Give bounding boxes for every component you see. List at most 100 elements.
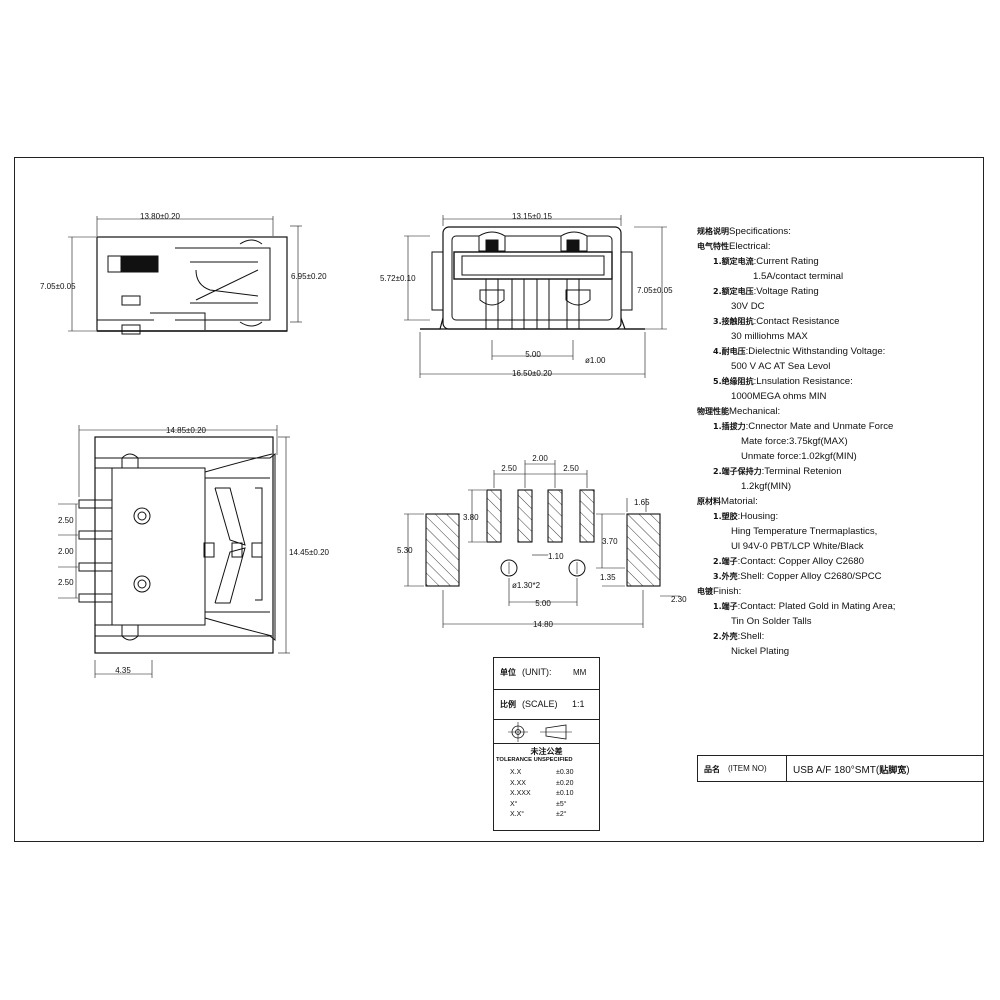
spec-en: Voltage Rating <box>756 286 819 297</box>
spec-zh: 2.端子保持力 <box>713 467 762 476</box>
unit-value: MM <box>573 668 587 677</box>
spec-row: 电镀Finish: <box>697 584 979 599</box>
item-label: (ITEM NO) <box>728 764 767 773</box>
scale-zh: 比例 <box>500 700 516 709</box>
spec-en: Housing: <box>740 511 779 522</box>
spec-separator: : <box>745 346 749 357</box>
dim-pcb-p3: 2.50 <box>563 464 579 473</box>
spec-en: Matorial: <box>721 496 758 507</box>
spec-row: 规格说明Specifications: <box>697 224 979 239</box>
spec-en: Hing Temperature Tnermaplastics, <box>731 526 878 537</box>
dim-pcb-big-h: 5.30 <box>397 546 413 555</box>
tolerance-en: TOLERANCE UNSPECIFIED <box>496 757 573 763</box>
spec-zh: 1.端子 <box>713 602 738 611</box>
spec-separator: : <box>737 601 741 612</box>
dim-front-right: 7.05±0.05 <box>637 286 673 295</box>
spec-en: Current Rating <box>756 256 819 267</box>
dim-pcb-p1: 2.50 <box>501 464 517 473</box>
spec-separator: : <box>737 571 741 582</box>
tolerance-key: X.X <box>510 769 522 776</box>
spec-en: Ul 94V-0 PBT/LCP White/Black <box>731 541 864 552</box>
dim-top-left-width: 13.80±0.20 <box>140 212 181 221</box>
dim-pcb-right-top: 1.65 <box>634 498 650 507</box>
tolerance-key: X.X° <box>510 811 525 818</box>
dim-front-hole: ø1.00 <box>585 356 606 365</box>
spec-row: Mate force:3.75kgf(MAX) <box>697 434 979 449</box>
tolerance-row: X.XXX±0.10 <box>494 789 599 800</box>
scale-row: 比例 (SCALE) 1:1 <box>494 690 599 720</box>
side-view-top: 13.80±0.20 7.05±0.05 6.95±0.20 <box>40 212 327 335</box>
spec-row: 2.端子:Contact: Copper Alloy C2680 <box>697 554 979 569</box>
spec-en: Dielectnic Withstanding Voltage: <box>748 346 886 357</box>
spec-zh: 2.额定电压 <box>713 287 754 296</box>
spec-en: Cnnector Mate and Unmate Force <box>748 421 894 432</box>
dim-front-top: 13.15±0.15 <box>512 212 553 221</box>
spec-zh: 1.塑胶 <box>713 512 738 521</box>
scale-en: (SCALE) <box>522 699 558 709</box>
dim-pcb-p2: 2.00 <box>532 454 548 463</box>
spec-zh: 1.额定电流 <box>713 257 754 266</box>
dim-top-left-height-left: 7.05±0.05 <box>40 282 76 291</box>
unit-en: (UNIT): <box>522 667 552 677</box>
tolerance-value: ±0.10 <box>556 790 574 797</box>
spec-en: Specifications: <box>729 226 791 237</box>
spec-zh: 5.绝缘阻抗 <box>713 377 754 386</box>
spec-row: 电气特性Electrical: <box>697 239 979 254</box>
drawing-frame <box>14 157 984 842</box>
unit-scale-box: 单位 (UNIT): MM 比例 (SCALE) 1:1 未注公差 TOLERA… <box>493 657 600 831</box>
dim-top-view-p1: 2.50 <box>58 516 74 525</box>
spec-en: Mechanical: <box>729 406 781 417</box>
spec-zh: 规格说明 <box>697 227 729 236</box>
tolerance-row: X.XX ±0.20 <box>494 779 599 790</box>
dim-pcb-230: 2.30 <box>671 595 687 604</box>
spec-row: Hing Temperature Tnermaplastics, <box>697 524 979 539</box>
item-value: USB A/F 180°SMT(贴脚宽) <box>793 763 910 776</box>
dim-top-view-width: 14.85±0.20 <box>166 426 207 435</box>
spec-zh: 2.外壳 <box>713 632 738 641</box>
dim-top-view-p3: 2.50 <box>58 578 74 587</box>
spec-zh: 3.接触阻抗 <box>713 317 754 326</box>
tolerance-key: X.XX <box>510 779 526 787</box>
spec-row: 2.额定电压:Voltage Rating <box>697 284 979 299</box>
item-value-end: ) <box>906 765 910 776</box>
spec-en: Shell: Copper Alloy C2680/SPCC <box>740 571 882 582</box>
projection-symbol-row <box>494 720 599 744</box>
spec-en: Finish: <box>713 586 742 597</box>
spec-zh: 1.插拔力 <box>713 422 746 431</box>
spec-row: 30 milliohms MAX <box>697 329 979 344</box>
specifications-list: 规格说明Specifications:电气特性Electrical:1.额定电流… <box>697 224 979 659</box>
tolerance-value: ±0.20 <box>556 779 574 787</box>
dim-front-pitch: 5.00 <box>525 350 541 359</box>
spec-en: Contact: Copper Alloy C2680 <box>740 556 865 567</box>
spec-row: 2.端子保持力:Terminal Retenion <box>697 464 979 479</box>
spec-zh: 3.外壳 <box>713 572 738 581</box>
dim-top-view-bottom: 4.35 <box>115 666 131 675</box>
spec-row: 3.接触阻抗:Contact Resistance <box>697 314 979 329</box>
dim-pcb-total: 14.80 <box>533 620 554 629</box>
unit-zh: 单位 <box>500 668 516 677</box>
spec-separator: : <box>753 286 757 297</box>
spec-separator: : <box>753 316 757 327</box>
spec-separator: : <box>737 556 741 567</box>
spec-en: 1000MEGA ohms MIN <box>731 391 827 402</box>
dim-top-view-right: 14.45±0.20 <box>289 548 330 557</box>
spec-en: Mate force:3.75kgf(MAX) <box>741 436 848 447</box>
item-zh: 品名 <box>704 765 720 774</box>
spec-en: Unmate force:1.02kgf(MIN) <box>741 451 857 462</box>
tolerance-value: ±2° <box>556 811 567 818</box>
unit-row: 单位 (UNIT): MM <box>494 658 599 690</box>
dim-top-left-height-right: 6.95±0.20 <box>291 272 327 281</box>
tolerance-key: X° <box>510 800 518 808</box>
spec-en: Electrical: <box>729 241 771 252</box>
item-value-en: USB A/F 180°SMT( <box>793 765 880 776</box>
tolerance-row: X.X° ±2° <box>494 810 599 821</box>
spec-row: 4.耐电压:Dielectnic Withstanding Voltage: <box>697 344 979 359</box>
spec-en: 30 milliohms MAX <box>731 331 808 342</box>
item-divider <box>786 756 787 781</box>
dim-top-view-p2: 2.00 <box>58 547 74 556</box>
spec-row: 2.外壳:Shell: <box>697 629 979 644</box>
tolerance-row: X°±5° <box>494 800 599 811</box>
spec-row: Ul 94V-0 PBT/LCP White/Black <box>697 539 979 554</box>
projection-symbol-icon <box>508 722 572 742</box>
